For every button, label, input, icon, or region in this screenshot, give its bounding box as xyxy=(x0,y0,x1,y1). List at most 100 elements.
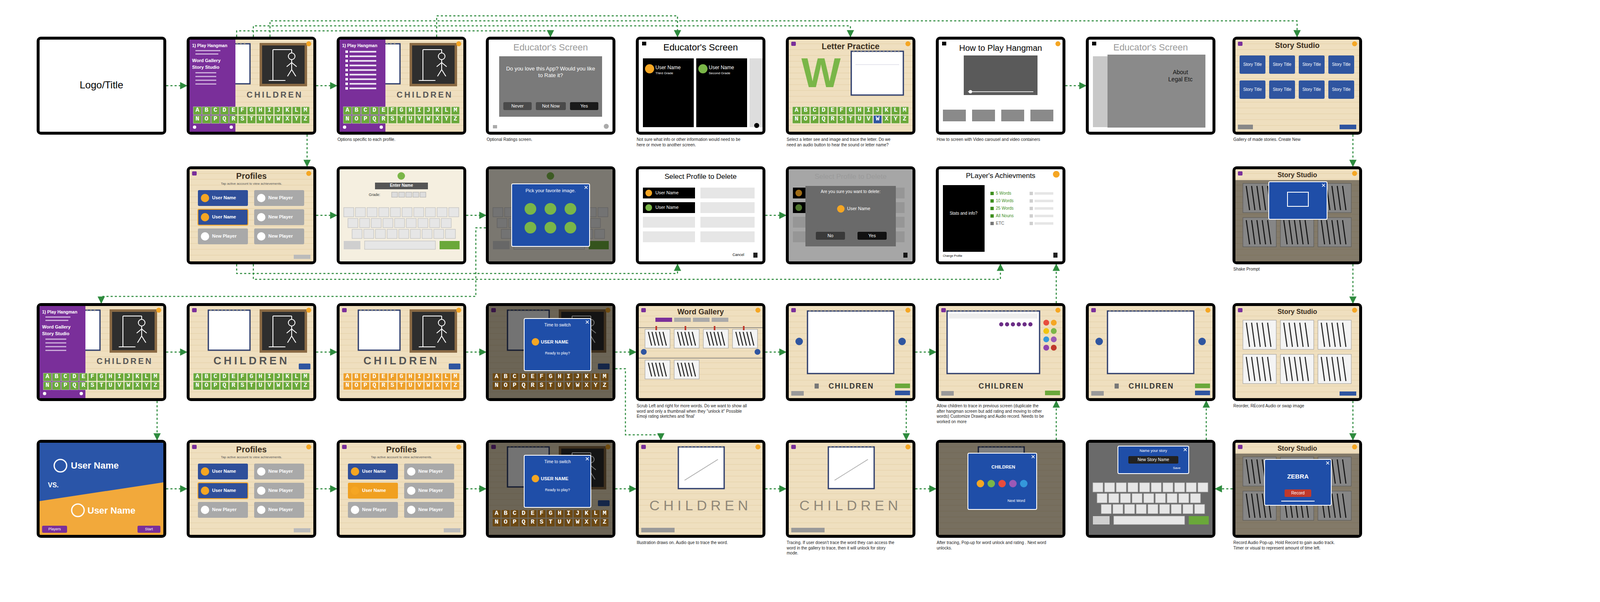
flow-arrow xyxy=(1055,264,1058,303)
flow-arrow xyxy=(253,25,851,37)
screen-text: CHILDREN xyxy=(788,496,913,514)
flow-arrow xyxy=(316,487,337,490)
art-dot xyxy=(1124,310,1126,312)
screen-mockup: Word Gallery xyxy=(635,302,766,401)
art-dot xyxy=(860,445,862,448)
screen-text: No xyxy=(815,231,845,240)
caption-note: Reorder, REcord Audio or swap image xyxy=(1232,402,1345,410)
flow-arrow xyxy=(1065,85,1086,87)
art-line xyxy=(1088,374,1213,375)
art-line xyxy=(1235,78,1360,80)
art-shape xyxy=(791,307,796,313)
art-line xyxy=(1294,356,1298,381)
art-shape xyxy=(674,317,691,322)
art-line xyxy=(441,59,443,70)
flow-arrow xyxy=(236,264,678,274)
screen-text: Profiles xyxy=(339,444,464,455)
art-shape xyxy=(195,53,219,55)
art-shape xyxy=(692,317,710,322)
art-shape xyxy=(1001,109,1025,122)
screen-text: Logo/Title xyxy=(39,79,164,92)
art-dot xyxy=(876,310,879,312)
art-shape xyxy=(347,482,398,499)
screen-text: CHILDREN xyxy=(339,354,464,368)
art-shape xyxy=(642,216,695,228)
art-shape xyxy=(404,482,455,499)
art-dot xyxy=(1161,310,1164,312)
art-line xyxy=(418,80,436,81)
art-shape xyxy=(359,218,370,228)
art-line xyxy=(291,325,293,336)
art-shape xyxy=(1194,504,1205,514)
art-shape xyxy=(394,218,405,228)
screen-text: Time to switch xyxy=(524,322,591,328)
screen-text: ZEBRA xyxy=(1264,472,1332,480)
art-shape xyxy=(1092,41,1097,46)
art-shape xyxy=(990,221,994,225)
art-dot xyxy=(257,486,266,495)
flow-arrow xyxy=(765,214,786,216)
art-dot xyxy=(200,212,210,222)
art-dot xyxy=(710,445,712,448)
art-shape xyxy=(405,192,412,198)
screen-art xyxy=(1235,169,1360,262)
art-shape xyxy=(293,254,311,259)
art-shape xyxy=(254,209,305,225)
art-dot xyxy=(456,307,462,313)
caption-note: Record Audio Pop-up. Hold Record to gain… xyxy=(1232,539,1345,551)
screen-text: Are you sure you want to delete: xyxy=(807,189,894,195)
art-line xyxy=(1262,322,1266,347)
art-line xyxy=(1235,397,1360,398)
art-dot xyxy=(1095,337,1103,345)
screen-text: VS. xyxy=(47,480,69,489)
art-dot xyxy=(228,309,231,311)
art-dot xyxy=(956,310,958,312)
art-shape xyxy=(39,442,164,535)
art-line xyxy=(721,331,725,346)
screen-text: Ready to play? xyxy=(524,487,591,493)
art-shape xyxy=(1242,354,1277,384)
art-line xyxy=(659,362,663,377)
screen-mockup: Select Profile to DeleteUser NameUser Na… xyxy=(635,166,766,265)
art-shape xyxy=(942,41,947,46)
art-line xyxy=(648,362,652,377)
art-dot xyxy=(890,50,893,53)
art-dot xyxy=(982,310,985,312)
art-line xyxy=(189,481,314,483)
art-line xyxy=(286,328,292,333)
art-line xyxy=(1235,385,1360,387)
art-dot xyxy=(386,309,388,311)
art-dot xyxy=(200,486,210,495)
art-shape xyxy=(696,58,748,128)
art-line xyxy=(441,328,447,333)
art-line xyxy=(788,522,913,523)
art-shape xyxy=(398,192,405,198)
art-line xyxy=(938,397,1063,398)
screen-text: User Name xyxy=(212,468,248,474)
art-line xyxy=(339,534,464,535)
art-shape xyxy=(197,190,248,206)
art-dot xyxy=(1055,307,1061,313)
art-dot xyxy=(1020,479,1028,488)
art-dot xyxy=(1055,41,1061,47)
art-dot xyxy=(1008,310,1011,312)
art-line xyxy=(677,362,681,377)
art-dot xyxy=(721,445,723,448)
art-line xyxy=(291,59,293,70)
art-line xyxy=(638,516,763,518)
screen-text: ETC xyxy=(995,220,1026,226)
art-dot xyxy=(240,42,242,45)
art-shape xyxy=(1029,206,1033,210)
art-line xyxy=(1251,356,1255,381)
art-dot xyxy=(993,310,996,312)
screen-mockup: Pick your favorite image. xyxy=(485,166,616,265)
art-shape xyxy=(412,192,419,198)
art-line xyxy=(1294,322,1298,347)
art-dot xyxy=(968,90,973,94)
art-dot xyxy=(842,310,845,312)
art-line xyxy=(437,335,442,343)
art-shape xyxy=(942,185,985,252)
art-line xyxy=(681,331,685,346)
art-shape xyxy=(972,109,995,122)
